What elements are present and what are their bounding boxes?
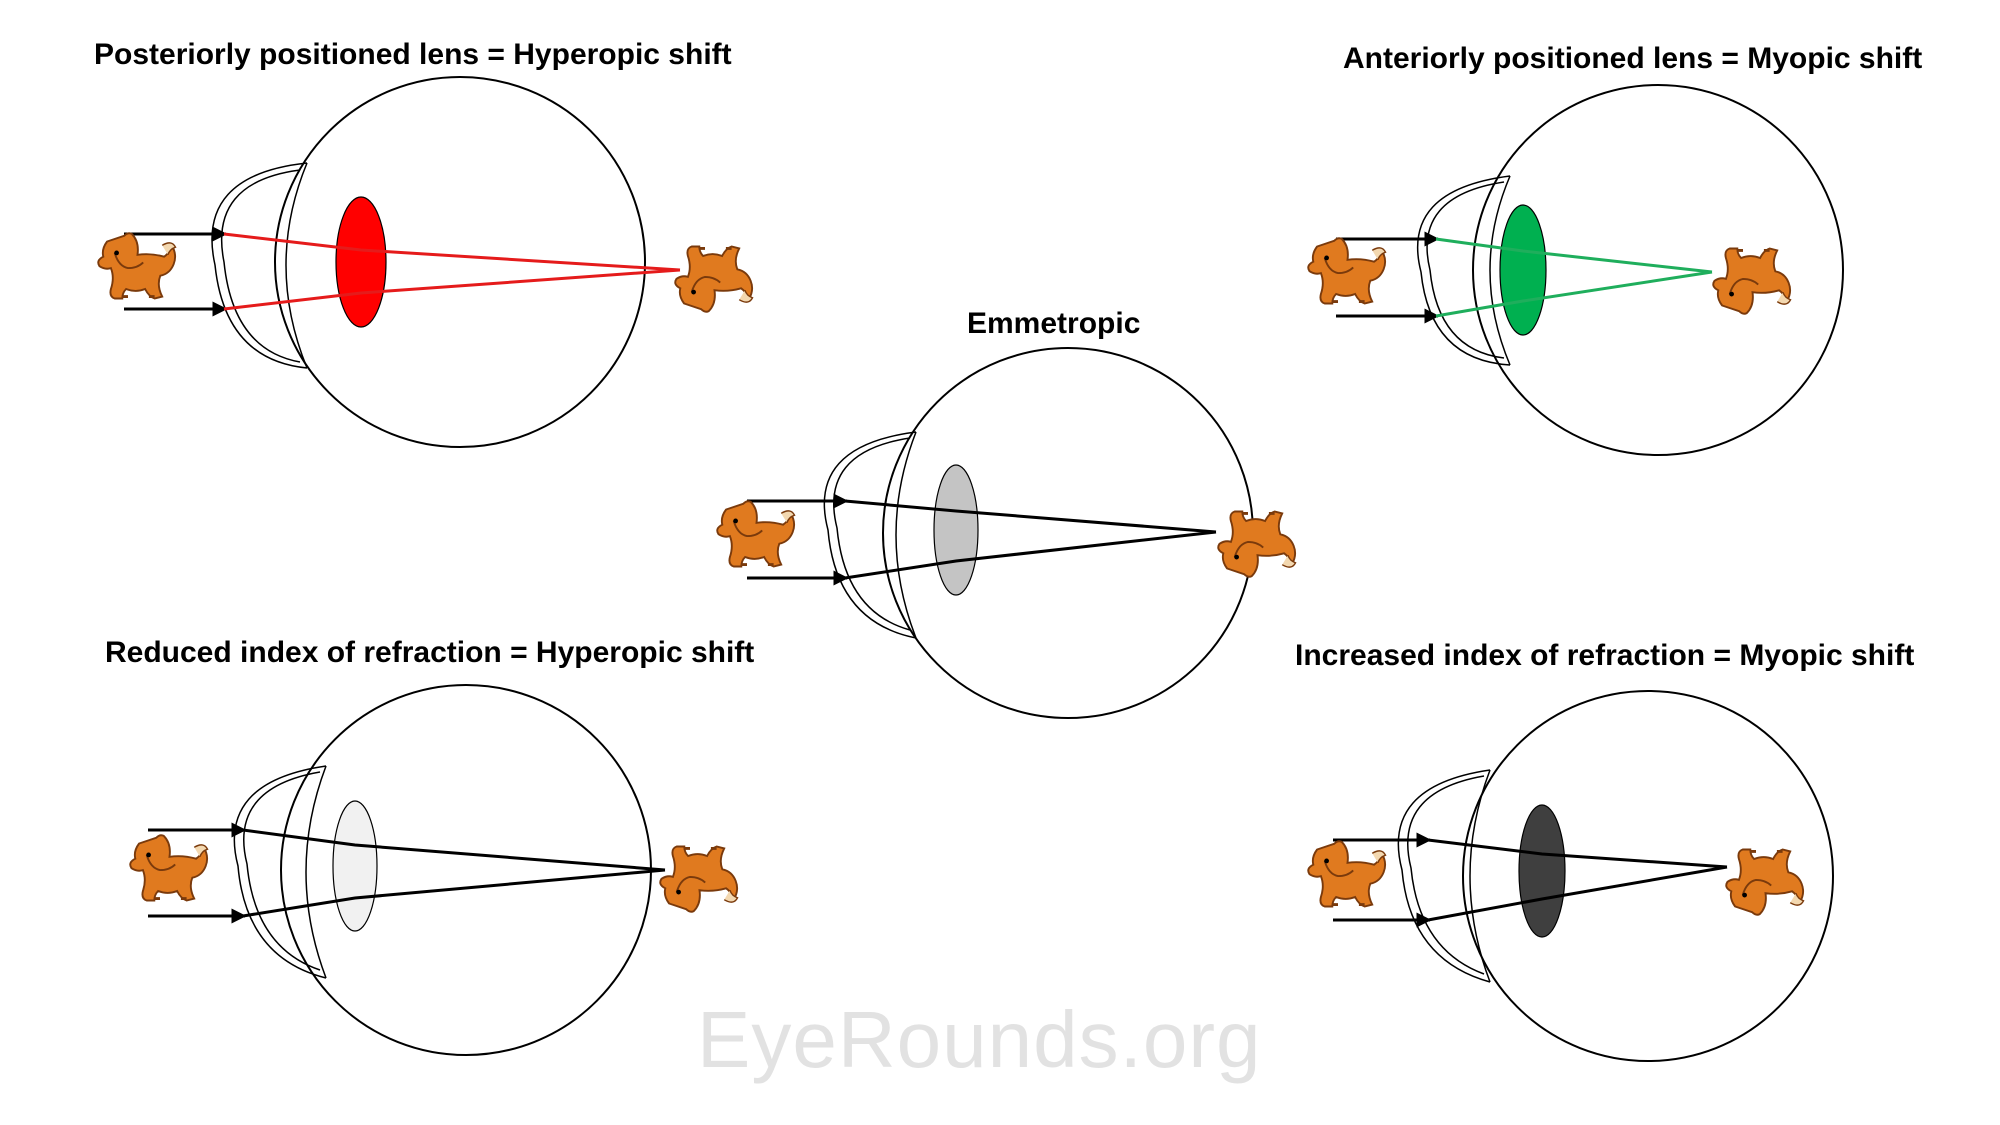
iris-plane	[305, 765, 327, 979]
cornea-inner	[243, 771, 321, 971]
panel-increased: Increased index of refraction = Myopic s…	[1295, 639, 1914, 1062]
panel-reduced: Reduced index of refraction = Hyperopic …	[105, 636, 754, 1056]
iris-plane	[285, 162, 308, 369]
cornea	[1397, 769, 1491, 983]
eye-globe	[1462, 690, 1834, 1062]
inverted-dog-icon	[673, 245, 754, 314]
refracted-ray	[1427, 838, 1728, 869]
refracted-ray	[242, 868, 666, 918]
panel-anterior: Anteriorly positioned lens = Myopic shif…	[1306, 42, 1922, 456]
dog-icon	[715, 499, 796, 568]
iris-plane	[895, 431, 917, 639]
refracted-ray	[223, 268, 681, 311]
refracted-ray	[1435, 237, 1713, 274]
lens	[1499, 204, 1547, 336]
cornea	[1416, 175, 1511, 366]
iris-plane	[1469, 769, 1491, 983]
refracted-ray	[844, 499, 1217, 534]
panel-posterior: Posteriorly positioned lens = Hyperopic …	[94, 38, 754, 448]
panel-title: Anteriorly positioned lens = Myopic shif…	[1343, 42, 1922, 75]
panel-title: Increased index of refraction = Myopic s…	[1295, 639, 1914, 672]
watermark: EyeRounds.org	[697, 995, 1261, 1084]
cornea-inner	[220, 169, 301, 363]
lens	[335, 196, 387, 328]
refracted-ray	[1427, 865, 1728, 922]
panel-title: Reduced index of refraction = Hyperopic …	[105, 636, 754, 669]
lens	[1518, 804, 1566, 938]
cornea	[233, 765, 327, 979]
refracted-ray	[242, 828, 666, 872]
refracted-ray	[1435, 270, 1713, 318]
refracted-ray	[223, 232, 681, 272]
panel-title: Posteriorly positioned lens = Hyperopic …	[94, 38, 732, 71]
panel-emmetropic: Emmetropic	[715, 307, 1297, 719]
dog-icon	[1306, 839, 1387, 908]
cornea	[823, 431, 917, 639]
eye-globe	[274, 76, 646, 448]
cornea-inner	[833, 437, 911, 631]
dog-icon	[128, 833, 209, 902]
panel-title: Emmetropic	[967, 307, 1140, 340]
lens	[933, 464, 979, 596]
iris-plane	[1489, 175, 1511, 366]
lens	[332, 800, 378, 932]
eye-globe	[1472, 84, 1844, 456]
inverted-dog-icon	[658, 845, 739, 914]
cornea	[211, 162, 308, 369]
dog-icon	[96, 231, 177, 300]
cornea-inner	[1426, 181, 1505, 359]
cornea-inner	[1407, 775, 1485, 975]
refracted-ray	[844, 530, 1217, 580]
dog-icon	[1306, 236, 1387, 305]
